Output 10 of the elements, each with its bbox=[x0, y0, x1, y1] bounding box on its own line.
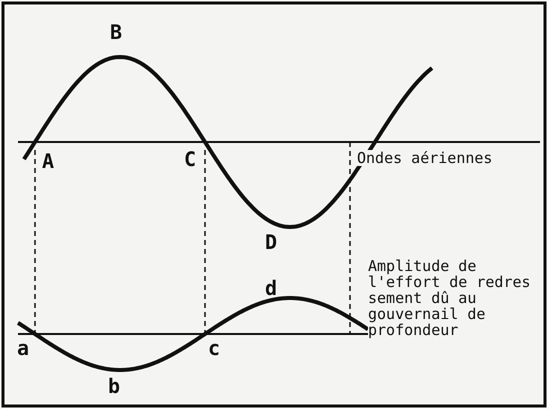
point-label: a bbox=[17, 338, 30, 358]
point-label: B bbox=[110, 22, 122, 42]
point-label: d bbox=[265, 278, 278, 298]
annotation-text: Amplitude de l'effort de redres sement dû au gouvernail de profondeur bbox=[368, 258, 540, 338]
point-label: D bbox=[265, 232, 278, 252]
annotation-text: Ondes aériennes bbox=[357, 150, 492, 166]
point-label: b bbox=[108, 376, 120, 396]
point-label: C bbox=[184, 149, 196, 169]
point-label: A bbox=[42, 151, 54, 171]
point-label: c bbox=[208, 338, 220, 358]
